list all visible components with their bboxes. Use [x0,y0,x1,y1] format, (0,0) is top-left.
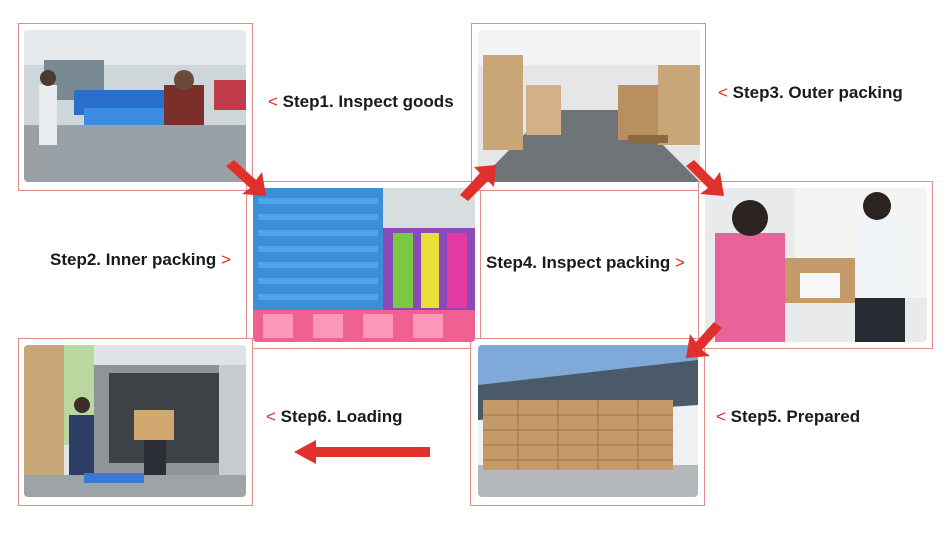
step3-label: < Step3. Outer packing [718,83,903,103]
step1-label: < Step1. Inspect goods [268,92,454,112]
step5-photo [478,345,698,497]
step1-text: Step1. Inspect goods [282,92,454,111]
step4-photo [705,188,927,342]
step5-text: Step5. Prepared [730,407,861,426]
step6-marker: < [266,407,276,426]
step4-marker: > [674,253,685,272]
step1-marker: < [268,92,278,111]
arrow-step5-to-step6 [294,440,430,464]
step3-marker: < [718,83,728,102]
step5-label: < Step5. Prepared [716,407,860,427]
step6-photo [24,345,246,497]
step3-text: Step3. Outer packing [732,83,903,102]
step2-text: Step2. Inner packing [50,250,217,269]
arrow-step1-to-step2 [226,160,266,196]
step4-text: Step4. Inspect packing [486,253,671,272]
step2-label: Step2. Inner packing > [50,250,231,270]
step2-marker: > [221,250,231,269]
arrow-step3-to-step4 [686,160,724,196]
step4-label: Step4. Inspect packing > [486,253,685,273]
arrow-step2-to-step3 [460,165,496,201]
step6-label: < Step6. Loading [266,407,403,427]
step1-photo [24,30,246,182]
arrow-step4-to-step5 [686,322,722,358]
step2-photo [253,188,475,342]
step5-marker: < [716,407,726,426]
step6-text: Step6. Loading [280,407,403,426]
step3-photo [478,30,700,182]
